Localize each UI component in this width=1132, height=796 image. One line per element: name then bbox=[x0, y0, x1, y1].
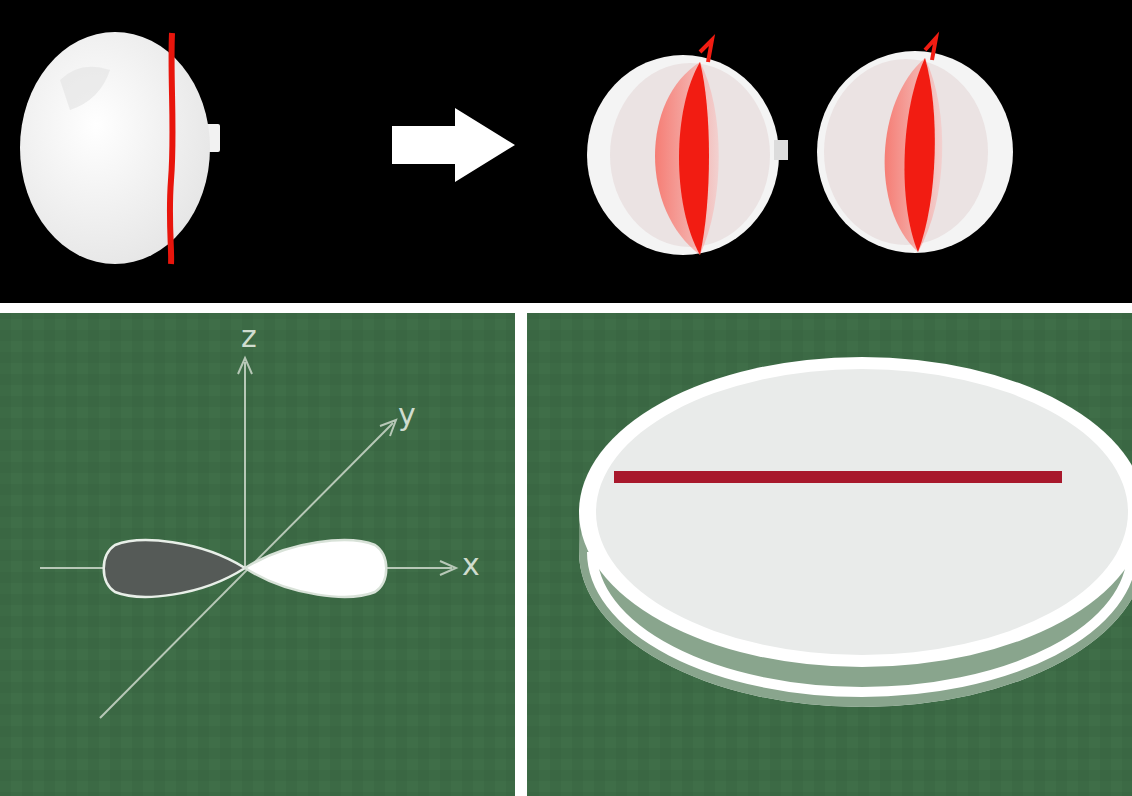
axis-label: y bbox=[398, 400, 416, 430]
photo-panel bbox=[0, 0, 1132, 303]
block-arrow bbox=[392, 108, 515, 182]
p-orbital bbox=[104, 540, 387, 596]
open-sphere-left bbox=[587, 40, 779, 255]
axis-label: z bbox=[241, 322, 257, 352]
coordinate-axes bbox=[40, 358, 456, 718]
chalkboard-right bbox=[527, 313, 1132, 796]
closed-sphere bbox=[20, 32, 220, 264]
open-sphere-right bbox=[817, 38, 1013, 253]
chalkboard-left bbox=[0, 313, 515, 796]
disk bbox=[579, 357, 1132, 707]
axis-label: x bbox=[462, 550, 480, 580]
